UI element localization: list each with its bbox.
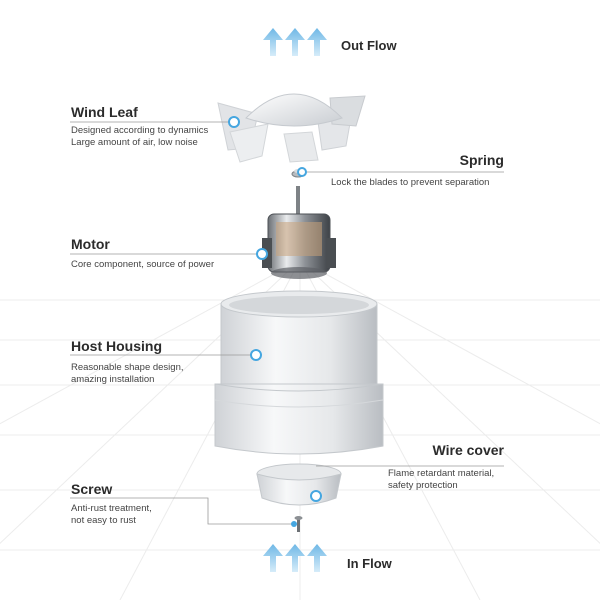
wind-leaf-graphic	[217, 87, 366, 163]
motor-title: Motor	[71, 236, 110, 252]
screw-title: Screw	[71, 481, 113, 497]
motor-desc-wrap: Core component, source of power	[71, 259, 214, 271]
wind-leaf-desc-1: Designed according to dynamics	[71, 125, 209, 136]
callout-dots	[228, 116, 322, 527]
in-flow-label: In Flow	[347, 556, 392, 571]
out-flow-arrows	[263, 28, 327, 56]
spring-desc-1: Lock the blades to prevent separation	[331, 177, 490, 188]
host-housing-callout: Host Housing Reasonable shape design, am…	[71, 338, 184, 386]
screw-callout: Screw	[71, 481, 112, 497]
wire-cover-callout: Wire cover	[433, 442, 504, 458]
host-housing-title: Host Housing	[71, 338, 162, 354]
wire-cover-title: Wire cover	[432, 442, 504, 458]
spring-callout: Spring	[460, 152, 504, 168]
wire-cover-desc-1: Flame retardant material,	[388, 468, 495, 479]
screw-desc-1: Anti-rust treatment,	[71, 503, 152, 514]
screw-desc-wrap: Anti-rust treatment, not easy to rust	[71, 503, 152, 527]
wind-leaf-callout: Wind Leaf Designed according to dynamics…	[71, 104, 208, 149]
motor-callout: Motor	[71, 236, 110, 252]
screw-desc-2: not easy to rust	[71, 515, 136, 526]
leader-lines	[70, 121, 504, 525]
wind-leaf-title: Wind Leaf	[71, 104, 138, 120]
wire-cover-graphic	[256, 463, 342, 506]
spring-title: Spring	[459, 152, 504, 168]
spring-desc-wrap: Lock the blades to prevent separation	[331, 177, 489, 189]
motor-graphic	[262, 186, 336, 279]
motor-desc-1: Core component, source of power	[71, 259, 215, 270]
wire-cover-desc-2: safety protection	[388, 480, 458, 491]
host-housing-desc-2: amazing installation	[71, 374, 155, 385]
host-housing-desc-1: Reasonable shape design,	[71, 362, 184, 373]
out-flow-label: Out Flow	[341, 38, 397, 53]
wire-cover-desc-wrap: Flame retardant material, safety protect…	[388, 468, 494, 492]
in-flow-arrows	[263, 544, 327, 572]
host-housing-graphic	[214, 290, 384, 455]
wind-leaf-desc-2: Large amount of air, low noise	[71, 137, 198, 148]
screw-graphic	[294, 516, 303, 532]
